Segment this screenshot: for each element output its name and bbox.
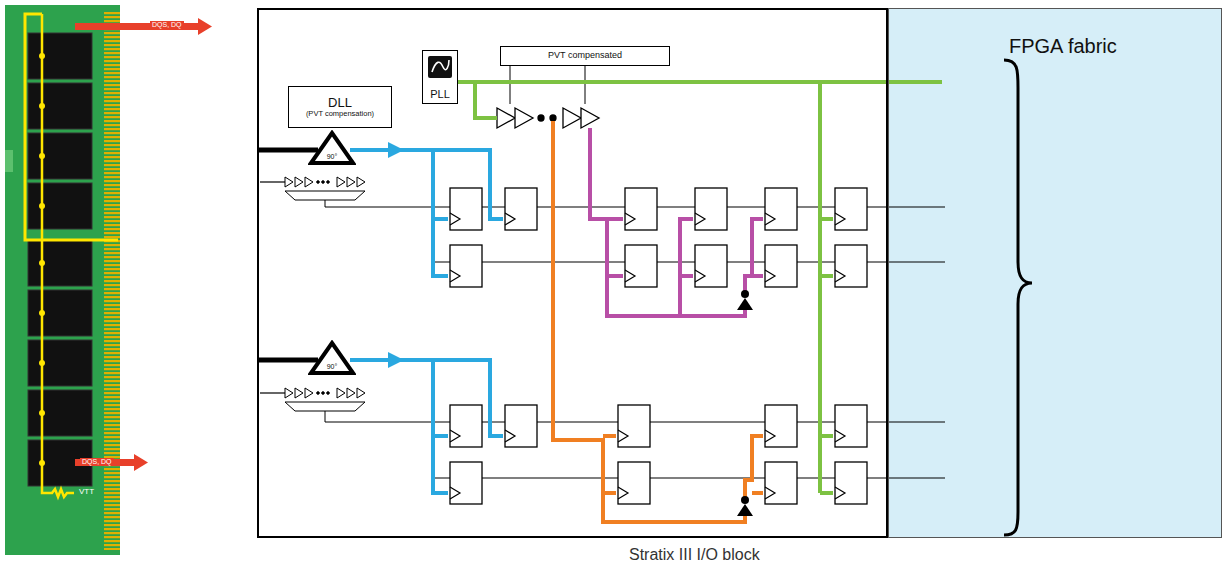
pll-icon xyxy=(428,56,452,78)
node-text: PLL xyxy=(430,88,450,100)
input-wire xyxy=(258,150,318,393)
flip-flop xyxy=(450,188,867,504)
caption-text: Stratix III I/O block xyxy=(629,546,760,564)
clock-connector xyxy=(458,80,888,84)
node-text: 90° xyxy=(327,153,338,161)
node-text: PVT compensated xyxy=(548,51,622,61)
triangle-outline xyxy=(308,130,356,166)
system-clock-tree xyxy=(475,82,942,493)
brace xyxy=(1004,60,1032,535)
node-text: DLL xyxy=(328,96,352,110)
data-arrow xyxy=(75,18,212,471)
resync-clock-tree xyxy=(553,121,763,522)
signal-name: DQS, DQ xyxy=(150,21,184,29)
dimm-module xyxy=(5,5,120,555)
data-wire xyxy=(395,207,945,478)
triangle-outline xyxy=(311,133,353,163)
clock-arrowhead xyxy=(388,142,404,368)
fabric-ground xyxy=(888,8,1222,538)
fpga-fabric-region: FPGA fabric xyxy=(888,8,1222,538)
node-text: FPGA fabric xyxy=(1009,35,1117,57)
pll-box: PLL xyxy=(422,50,458,104)
io-block: Stratix III I/O blockDLL(PVT compensatio… xyxy=(257,8,888,538)
termination-voltage: VTT xyxy=(77,488,96,497)
triangle-outline xyxy=(311,343,353,373)
pll-delay-chain xyxy=(497,66,599,128)
dqs-clock-tree xyxy=(350,150,503,493)
triangle-outline xyxy=(308,340,356,376)
output-clock-tree xyxy=(590,128,763,316)
phase-shift-triangle: 90° xyxy=(308,130,356,166)
dll-box: DLL(PVT compensation) xyxy=(288,86,392,128)
phase-shift-triangle: 90° xyxy=(308,340,356,376)
node-text: (PVT compensation) xyxy=(306,110,374,118)
signal-name: DQS, DQ xyxy=(80,458,114,466)
node-text: 90° xyxy=(327,363,338,371)
pvt-compensated-box: PVT compensated xyxy=(500,46,670,66)
clock-inverter xyxy=(737,290,753,516)
input-delay-chain xyxy=(285,177,395,422)
